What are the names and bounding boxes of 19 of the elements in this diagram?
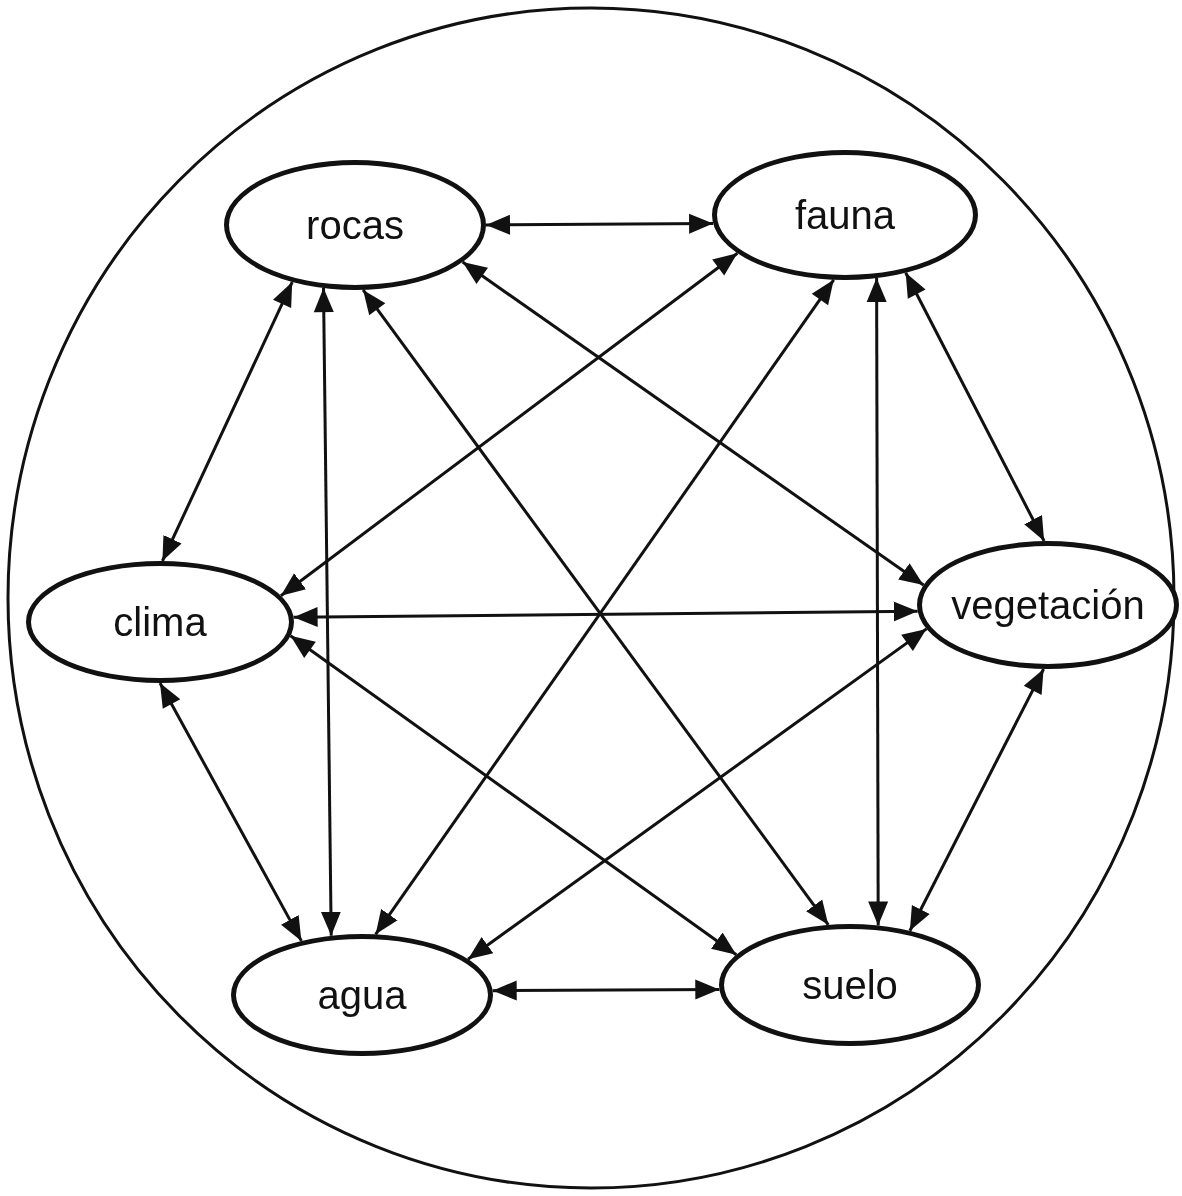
double-arrow [158, 682, 303, 942]
double-arrow [904, 272, 1046, 542]
topic-oval: fauna [712, 150, 978, 280]
double-arrow [467, 627, 928, 961]
double-arrow [486, 213, 714, 235]
double-arrow [461, 260, 925, 587]
double-arrow [313, 288, 341, 936]
topic-oval: suelo [719, 924, 981, 1046]
topic-oval: vegetación [917, 541, 1179, 669]
double-arrow [293, 601, 918, 627]
double-arrow [161, 281, 294, 562]
topic-oval: agua [231, 934, 493, 1056]
double-arrow [492, 979, 720, 1001]
topic-oval: clima [26, 561, 294, 683]
double-arrow [289, 634, 738, 956]
double-arrow [866, 278, 889, 926]
double-arrow [908, 668, 1045, 932]
double-arrow [280, 252, 739, 597]
topic-oval: rocas [224, 160, 486, 290]
